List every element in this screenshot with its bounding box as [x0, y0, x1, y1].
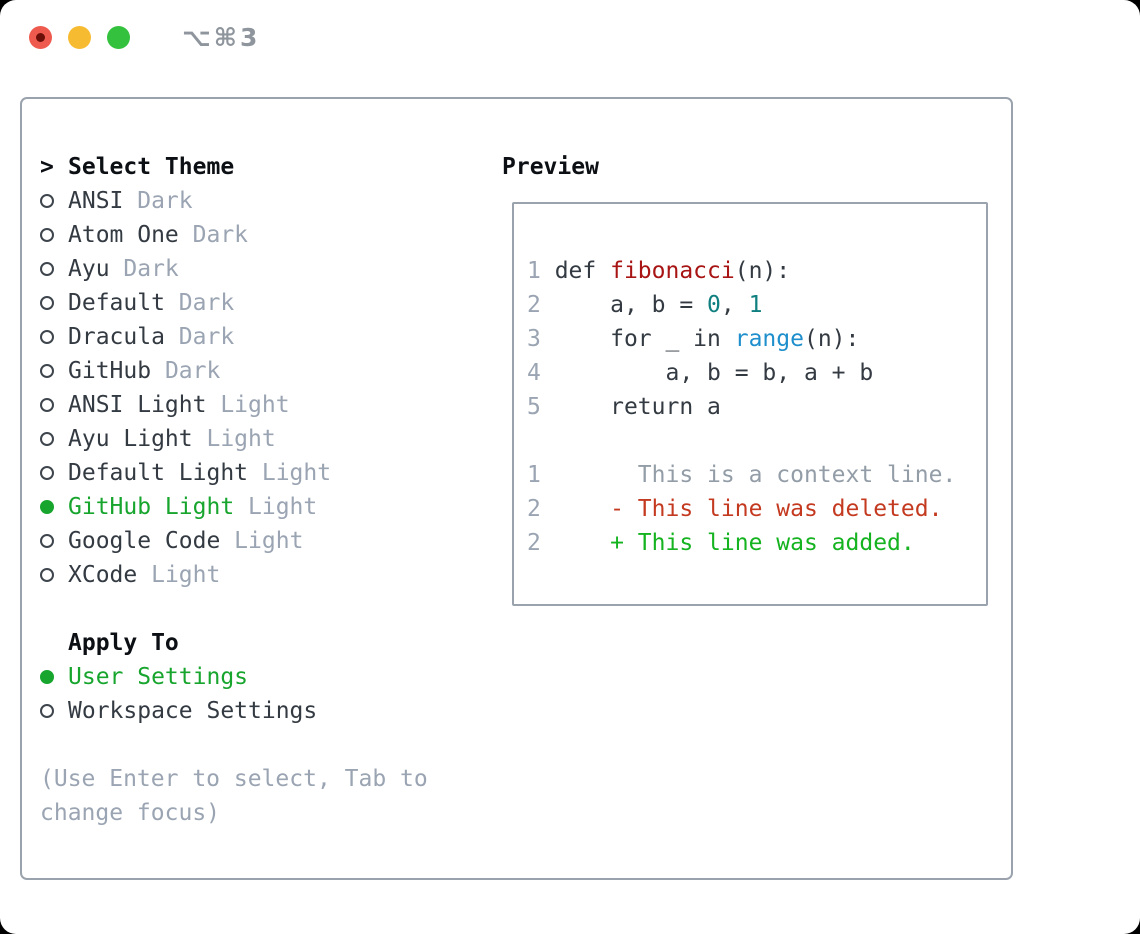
theme-option-label: GitHub Dark	[68, 358, 221, 384]
theme-variant-label: Light	[220, 528, 304, 554]
preview-title: Preview	[502, 154, 599, 180]
theme-variant-label: Light	[192, 426, 276, 452]
radio-icon	[40, 296, 54, 310]
theme-variant-label: Dark	[164, 324, 235, 350]
theme-option-default[interactable]: Default Dark	[40, 286, 502, 320]
unsaved-indicator-dot	[36, 33, 45, 42]
radio-icon	[40, 398, 54, 412]
select-theme-header: > Select Theme	[40, 150, 502, 184]
theme-variant-label: Light	[137, 562, 221, 588]
theme-option-label: Dracula Dark	[68, 324, 235, 350]
apply-option-user-settings[interactable]: User Settings	[40, 660, 502, 694]
theme-option-label: XCode Light	[68, 562, 221, 588]
radio-icon	[40, 262, 54, 276]
radio-icon	[40, 228, 54, 242]
apply-option-label: Workspace Settings	[68, 698, 318, 724]
code-line: 2 - This line was deleted.	[527, 496, 943, 522]
radio-icon	[40, 364, 54, 378]
apply-option-label: User Settings	[68, 664, 249, 690]
theme-option-label: ANSI Dark	[68, 188, 193, 214]
theme-variant-label: Dark	[123, 188, 193, 214]
theme-variant-label: Light	[248, 460, 332, 486]
radio-selected-icon	[40, 500, 54, 514]
spacer	[40, 728, 502, 762]
code-line: 5 return a	[527, 394, 721, 420]
code-line: 1 This is a context line.	[527, 462, 957, 488]
theme-option-github-light[interactable]: GitHub Light Light	[40, 490, 502, 524]
window-title: ⌥⌘3	[182, 23, 261, 52]
theme-option-label: Atom One Dark	[68, 222, 249, 248]
theme-option-label: Google Code Light	[68, 528, 304, 554]
theme-variant-label: Dark	[109, 256, 179, 282]
theme-variant-label: Dark	[178, 222, 249, 248]
theme-option-github[interactable]: GitHub Dark	[40, 354, 502, 388]
theme-option-label: Default Light Light	[68, 460, 332, 486]
titlebar: ⌥⌘3	[0, 0, 1140, 75]
code-line: 4 a, b = b, a + b	[527, 360, 874, 386]
theme-option-label: GitHub Light Light	[68, 494, 318, 520]
spacer	[40, 592, 502, 626]
theme-option-label: Default Dark	[68, 290, 235, 316]
theme-option-ansi[interactable]: ANSI Dark	[40, 184, 502, 218]
theme-option-xcode[interactable]: XCode Light	[40, 558, 502, 592]
close-button[interactable]	[29, 26, 52, 49]
radio-icon	[40, 466, 54, 480]
theme-option-dracula[interactable]: Dracula Dark	[40, 320, 502, 354]
theme-option-default-light[interactable]: Default Light Light	[40, 456, 502, 490]
radio-selected-icon	[40, 670, 54, 684]
radio-icon	[40, 568, 54, 582]
preview-column: Preview 1 def fibonacci(n): 2 a, b = 0, 1…	[502, 150, 1011, 878]
theme-option-atom-one[interactable]: Atom One Dark	[40, 218, 502, 252]
zoom-button[interactable]	[107, 26, 130, 49]
theme-variant-label: Dark	[151, 358, 221, 384]
apply-to-title: Apply To	[68, 630, 179, 656]
code-line: 1 def fibonacci(n):	[527, 258, 791, 284]
radio-icon	[40, 432, 54, 446]
preview-panel: 1 def fibonacci(n): 2 a, b = 0, 1 3 for _ …	[512, 202, 988, 606]
theme-option-label: ANSI Light Light	[68, 392, 290, 418]
code-line: 2 + This line was added.	[527, 530, 915, 556]
prompt-caret-icon: >	[40, 154, 54, 180]
theme-option-ansi-light[interactable]: ANSI Light Light	[40, 388, 502, 422]
radio-icon	[40, 534, 54, 548]
theme-option-google-code[interactable]: Google Code Light	[40, 524, 502, 558]
theme-option-label: Ayu Dark	[68, 256, 179, 282]
apply-to-header: Apply To	[40, 626, 502, 660]
apply-option-workspace-settings[interactable]: Workspace Settings	[40, 694, 502, 728]
code-block: 1 def fibonacci(n): 2 a, b = 0, 1 3 for _ …	[527, 254, 986, 560]
code-line: 2 a, b = 0, 1	[527, 292, 763, 318]
select-theme-title: Select Theme	[68, 154, 235, 180]
theme-option-ayu-light[interactable]: Ayu Light Light	[40, 422, 502, 456]
code-line	[527, 424, 986, 458]
radio-icon	[40, 704, 54, 718]
code-line: 3 for _ in range(n):	[527, 326, 860, 352]
theme-variant-label: Light	[206, 392, 290, 418]
radio-icon	[40, 330, 54, 344]
keyboard-hint: (Use Enter to select, Tab to change focu…	[40, 766, 428, 826]
radio-icon	[40, 194, 54, 208]
minimize-button[interactable]	[68, 26, 91, 49]
theme-variant-label: Light	[234, 494, 318, 520]
theme-option-ayu[interactable]: Ayu Dark	[40, 252, 502, 286]
theme-variant-label: Dark	[164, 290, 235, 316]
theme-option-label: Ayu Light Light	[68, 426, 276, 452]
